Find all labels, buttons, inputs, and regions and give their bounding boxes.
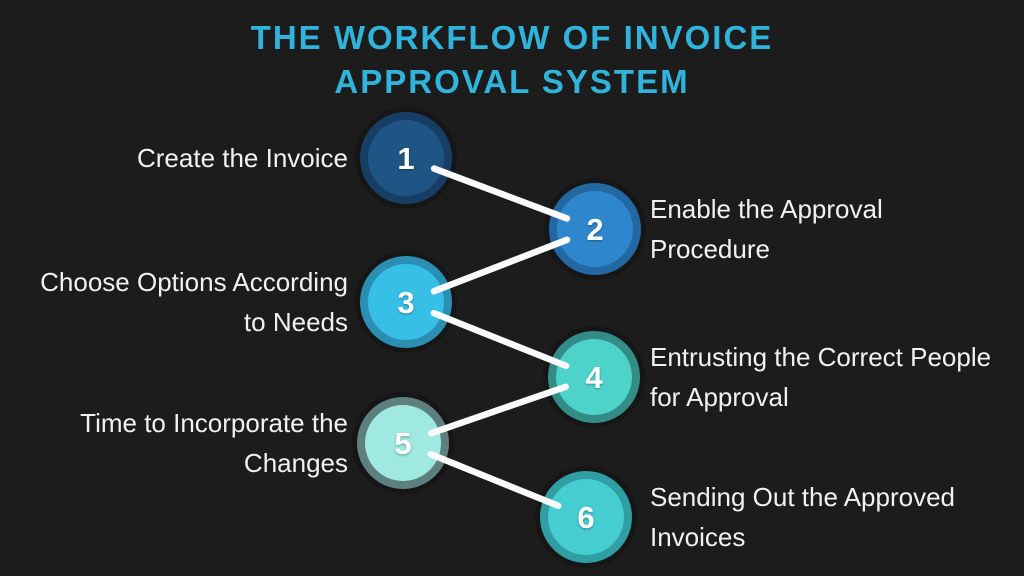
connector-line-5-to-6 <box>427 450 562 510</box>
step-label-line: Invoices <box>650 522 746 552</box>
step-label-line: Enable the Approval <box>650 194 883 224</box>
step-number: 6 <box>577 499 595 535</box>
step-circle-2: 2 <box>549 183 641 275</box>
step-circle-fill: 1 <box>368 120 444 196</box>
step-label-line: Procedure <box>650 234 770 264</box>
connector-line-2-to-3 <box>430 236 571 295</box>
step-number: 5 <box>394 425 412 461</box>
step-label-line: Changes <box>243 448 348 478</box>
step-label-line: Time to Incorporate the <box>80 408 348 438</box>
step-circle-fill: 6 <box>548 479 624 555</box>
step-circle-fill: 3 <box>368 264 444 340</box>
step-circle-5: 5 <box>357 397 449 489</box>
page-title-line1: THE WORKFLOW OF INVOICE <box>250 19 774 56</box>
step-circle-fill: 4 <box>556 339 632 415</box>
connector-line-3-to-4 <box>430 309 570 370</box>
step-circle-6: 6 <box>540 471 632 563</box>
step-number: 4 <box>585 359 603 395</box>
step-label-line: Sending Out the Approved <box>650 482 956 512</box>
page-title: THE WORKFLOW OF INVOICE APPROVAL SYSTEM <box>0 16 1024 104</box>
step-label-line: Entrusting the Correct People <box>650 342 992 372</box>
step-circle-1: 1 <box>360 112 452 204</box>
connector-line-4-to-5 <box>428 383 569 437</box>
step-label-line: Create the Invoice <box>136 143 348 173</box>
step-number: 3 <box>397 284 415 320</box>
step-circle-fill: 2 <box>557 191 633 267</box>
step-label-line: Choose Options According <box>40 267 348 297</box>
step-circle-4: 4 <box>548 331 640 423</box>
step-circle-fill: 5 <box>365 405 441 481</box>
step-label-3: Choose Options According to Needs <box>0 262 348 342</box>
step-circle-3: 3 <box>360 256 452 348</box>
step-number: 1 <box>397 140 415 176</box>
step-label-4: Entrusting the Correct People for Approva… <box>650 337 1024 417</box>
page-title-line2: APPROVAL SYSTEM <box>334 63 690 100</box>
step-label-line: for Approval <box>650 382 789 412</box>
connector-line-1-to-2 <box>430 165 571 222</box>
step-number: 2 <box>586 211 604 247</box>
step-label-line: to Needs <box>243 307 348 337</box>
step-label-1: Create the Invoice <box>0 138 348 178</box>
